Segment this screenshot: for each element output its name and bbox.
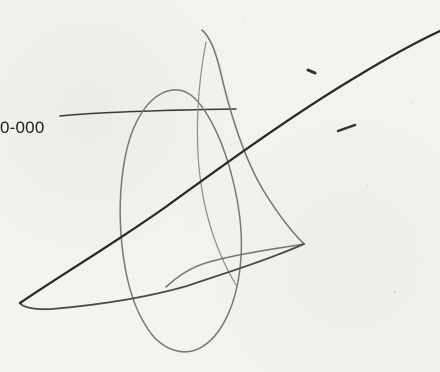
signature-triangle-loop xyxy=(165,29,306,288)
signature-oval xyxy=(119,89,243,353)
fragment-label: 0-000 xyxy=(0,118,45,137)
signature-dot-mark xyxy=(306,68,317,75)
paper-speckles xyxy=(71,17,413,294)
guide-stroke xyxy=(59,108,237,117)
signature-dash-mark xyxy=(336,123,357,133)
signature-diagonal-stroke xyxy=(18,29,440,305)
signature-lower-swoop xyxy=(19,243,305,311)
signature-inner-stroke xyxy=(196,41,237,286)
